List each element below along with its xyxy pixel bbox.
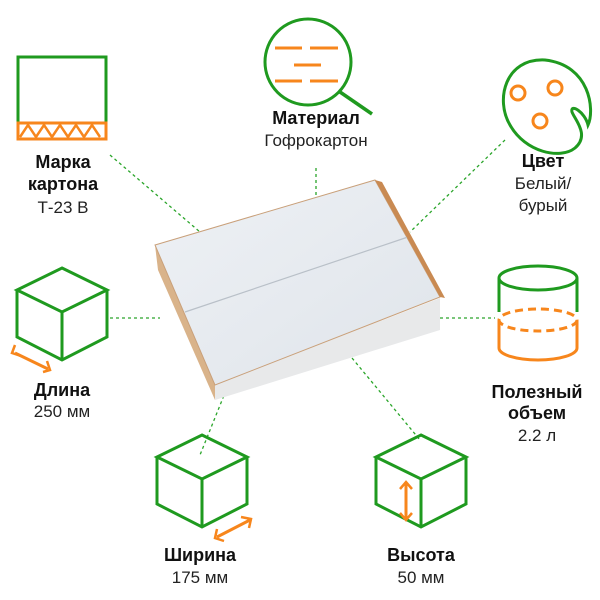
feature-title: Ширина [164,545,237,565]
feature-value: 175 мм [172,568,228,587]
palette-icon [501,58,592,155]
feature-title: Цвет [522,151,565,171]
connector-lines [109,139,506,456]
feature-value: 250 мм [34,402,90,421]
feature-value: 2.2 л [518,426,556,445]
cube-width-icon [153,433,253,543]
cylinder-volume-icon [497,264,579,362]
feature-value: Белый/ [515,174,572,193]
feature-title: Высота [387,545,456,565]
feature-title: картона [28,174,99,194]
box-photo [154,179,445,400]
magnifier-icon [263,17,373,116]
feature-value: Гофрокартон [264,131,367,150]
cube-length-icon [10,266,111,374]
feature-title: Марка [35,152,91,172]
corrugated-board-icon [16,55,108,141]
feature-value: Т-23 В [37,198,88,217]
feature-title: Полезный [492,382,583,402]
feature-value: 50 мм [397,568,444,587]
feature-value: бурый [519,196,568,215]
cube-height-icon [372,433,470,529]
feature-title: объем [508,403,566,423]
feature-title: Материал [272,108,360,128]
feature-title: Длина [34,380,91,400]
